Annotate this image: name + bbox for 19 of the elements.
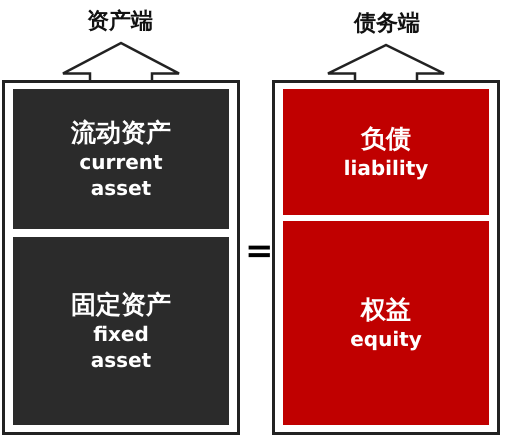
block-arrow <box>326 44 446 83</box>
chinese-term: 流动资产 <box>70 116 172 149</box>
liability-box <box>283 89 489 215</box>
english-term: fixed asset <box>90 321 152 374</box>
frame-box <box>2 80 240 435</box>
heading-label: 债务端 <box>354 10 420 38</box>
asset-box <box>13 89 229 229</box>
block-arrow <box>62 42 180 83</box>
frame-box <box>272 80 500 435</box>
english-term: equity <box>350 326 422 352</box>
liability-box <box>283 221 489 425</box>
chinese-term: 权益 <box>361 294 411 326</box>
english-term: current asset <box>78 149 164 202</box>
asset-box <box>13 237 229 425</box>
chinese-term: 负债 <box>361 122 411 155</box>
equals-sign: = <box>245 234 274 268</box>
heading-label: 资产端 <box>87 8 153 36</box>
chinese-term: 固定资产 <box>70 288 172 321</box>
english-term: liability <box>344 155 428 182</box>
